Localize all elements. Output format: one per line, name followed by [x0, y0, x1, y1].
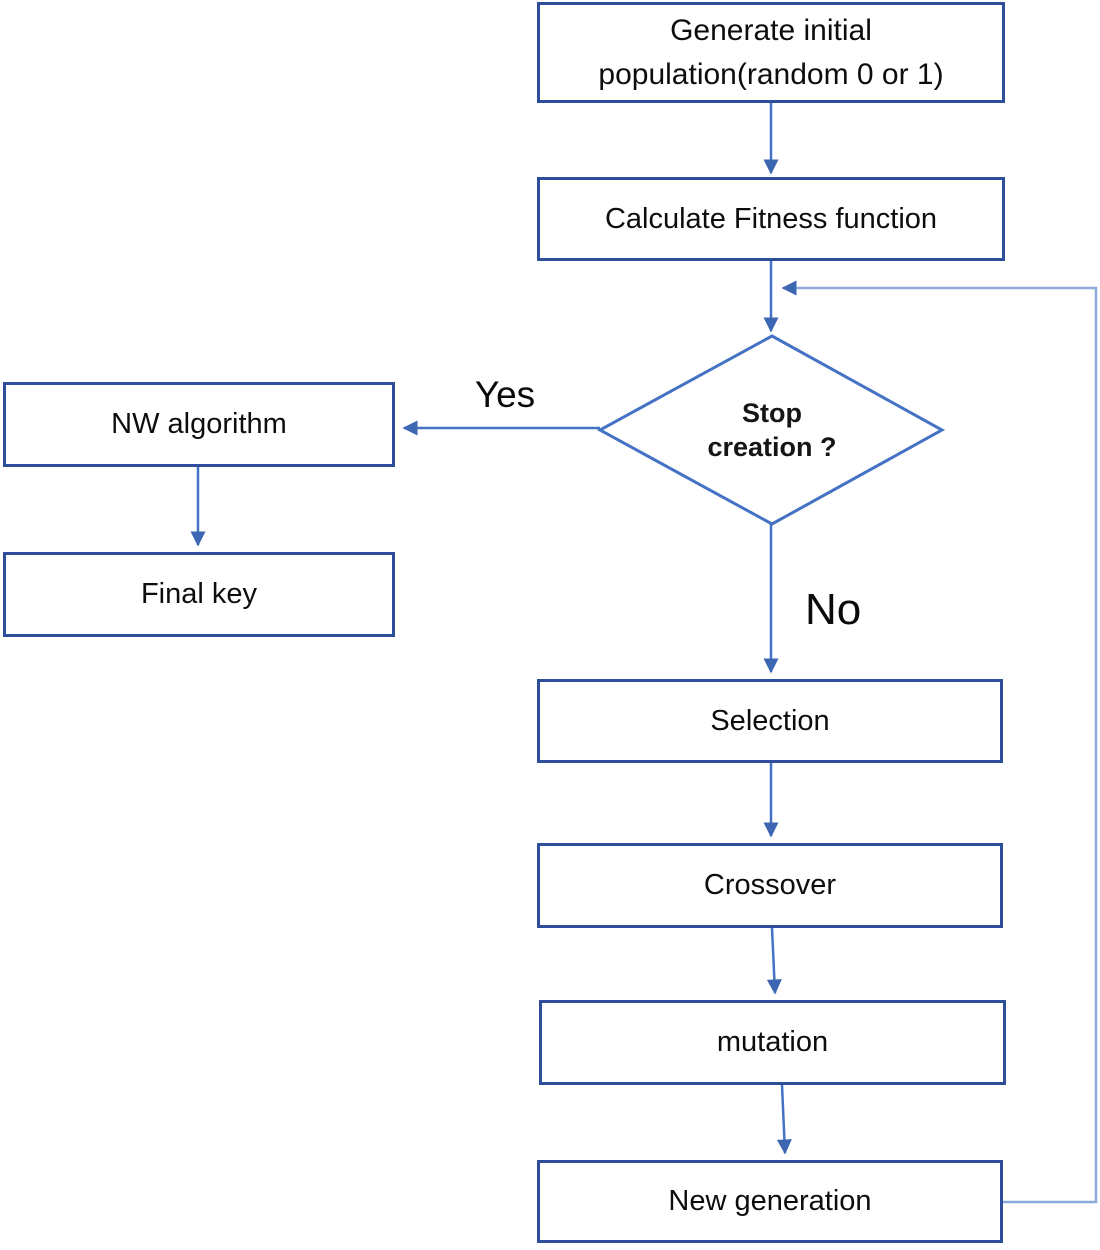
node-new-generation: New generation — [537, 1160, 1003, 1243]
edge-newgen-feedback-loop — [781, 280, 1098, 1204]
node-calculate-fitness: Calculate Fitness function — [537, 177, 1005, 261]
node-decision-label-line2: creation ? — [707, 432, 837, 462]
node-crossover-label: Crossover — [703, 869, 837, 902]
edge-crossover-to-mutation — [766, 927, 782, 995]
node-crossover: Crossover — [537, 843, 1003, 928]
node-decision-label-line1: Stop — [742, 398, 802, 428]
node-mutation: mutation — [539, 1000, 1006, 1085]
node-newgen-label: New generation — [668, 1185, 872, 1218]
edge-label-no: No — [805, 585, 862, 634]
edge-label-yes: Yes — [474, 374, 536, 415]
node-calculate-label: Calculate Fitness function — [604, 202, 938, 235]
node-selection-label: Selection — [710, 704, 830, 737]
node-nw-label: NW algorithm — [111, 408, 287, 441]
node-final-key: Final key — [3, 552, 395, 637]
edge-mutation-to-newgen — [776, 1084, 792, 1155]
node-selection: Selection — [537, 679, 1003, 763]
node-generate-label-line1: Generate initial — [670, 14, 872, 47]
node-generate-label-line2: population(random 0 or 1) — [598, 57, 944, 91]
node-decision-label: Stop creation ? — [652, 396, 892, 464]
node-mutation-label: mutation — [716, 1026, 829, 1059]
node-final-label: Final key — [140, 578, 258, 611]
node-generate-initial-population: Generate initial population(random 0 or … — [537, 2, 1005, 103]
node-nw-algorithm: NW algorithm — [3, 382, 395, 467]
